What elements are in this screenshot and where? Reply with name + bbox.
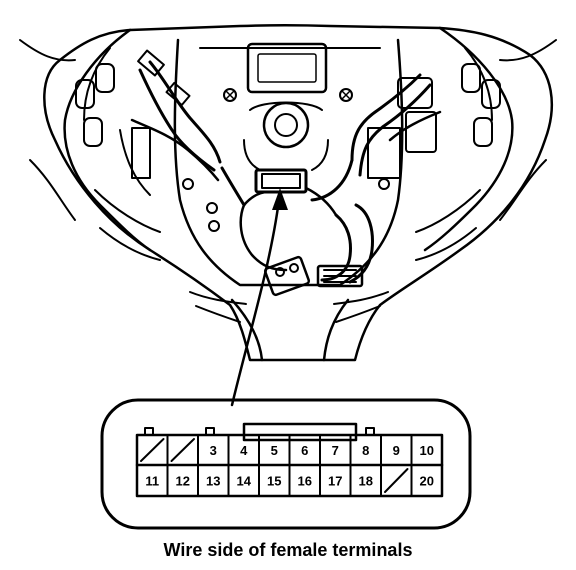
terminal-number: 15: [267, 474, 281, 489]
terminal-number: 12: [176, 474, 190, 489]
blank-terminal-slash: [384, 468, 409, 493]
blank-terminal-slash: [170, 438, 195, 462]
terminal-number: 6: [301, 443, 308, 458]
terminal-number: 13: [206, 474, 220, 489]
caption: Wire side of female terminals: [164, 540, 413, 560]
terminal-number: 16: [298, 474, 312, 489]
terminal-number: 17: [328, 474, 342, 489]
connector-face: 3 4 5 6 7 8 9 10 11 12 13 14 15 16 17 18 20: [100, 398, 472, 530]
terminal-number: 9: [393, 443, 400, 458]
terminal-number: 7: [332, 443, 339, 458]
terminal-cells: 3 4 5 6 7 8 9 10 11 12 13 14 15 16 17 18 20: [136, 434, 443, 497]
terminal-number: 20: [420, 474, 434, 489]
terminal-number: 3: [210, 443, 217, 458]
terminal-number: 18: [359, 474, 373, 489]
terminal-number: 10: [420, 443, 434, 458]
terminal-number: 14: [237, 474, 252, 489]
terminal-number: 8: [362, 443, 369, 458]
terminal-cell: [410, 464, 443, 497]
steering-wheel-illustration: [19, 24, 557, 362]
terminal-number: 4: [240, 443, 248, 458]
terminal-number: 5: [271, 443, 278, 458]
leader-arrow: [230, 188, 288, 407]
blank-terminal-slash: [140, 438, 165, 462]
terminal-number: 11: [145, 474, 159, 489]
